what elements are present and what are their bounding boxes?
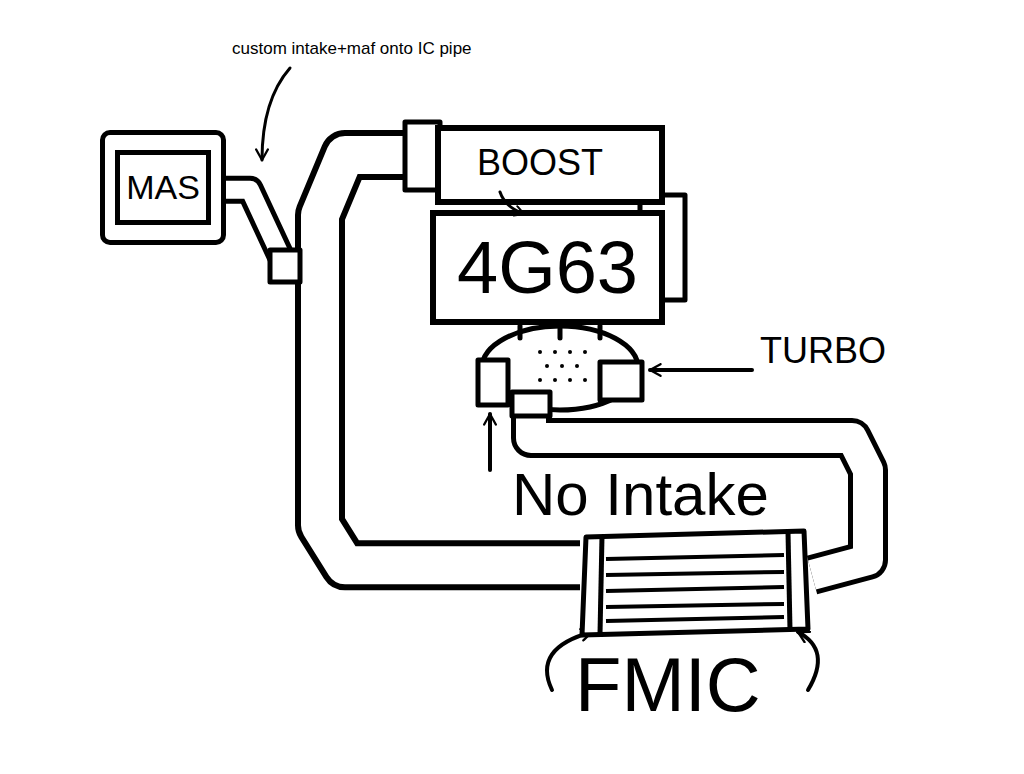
intercooler-core bbox=[582, 531, 808, 635]
sensor-name: MAS bbox=[115, 150, 211, 225]
leader-arrow bbox=[262, 68, 290, 160]
leader-arrow bbox=[488, 414, 492, 470]
boost-arrow bbox=[500, 192, 524, 214]
intercooler-label: FMIC bbox=[575, 647, 761, 723]
engine-box: 4G63 bbox=[430, 210, 665, 325]
turbo-dots bbox=[538, 350, 587, 382]
note-text: custom intake+maf onto IC pipe bbox=[232, 40, 472, 57]
intercooler-fin bbox=[606, 617, 784, 621]
intercooler-shape bbox=[580, 525, 810, 640]
intercooler-tank bbox=[600, 536, 602, 634]
mass-air-sensor-box: MAS bbox=[100, 130, 226, 245]
turbo-inlet bbox=[478, 360, 508, 405]
manifold-bolt bbox=[598, 326, 603, 338]
box-label: BOOST bbox=[477, 143, 603, 183]
intercooler-fin bbox=[606, 604, 784, 607]
intercooler-tank bbox=[788, 532, 790, 630]
pipe-coupler bbox=[270, 250, 300, 282]
note-text: No Intake bbox=[512, 465, 769, 525]
part-label: TURBO bbox=[760, 333, 886, 369]
intercooler-fin bbox=[606, 587, 784, 591]
manifold-bolt bbox=[558, 326, 563, 338]
throttle-box: BOOST bbox=[435, 125, 665, 205]
intercooler-fin bbox=[606, 572, 784, 575]
manifold-bolt bbox=[518, 326, 523, 338]
turbo-outlet bbox=[512, 392, 550, 416]
engine-name: 4G63 bbox=[457, 227, 638, 308]
intercooler-fin bbox=[606, 555, 784, 559]
leader-arrow bbox=[650, 368, 752, 372]
intercooler: FMIC bbox=[580, 525, 810, 640]
turbo-turbine-housing bbox=[600, 362, 642, 400]
bracket-arrow bbox=[798, 632, 818, 690]
